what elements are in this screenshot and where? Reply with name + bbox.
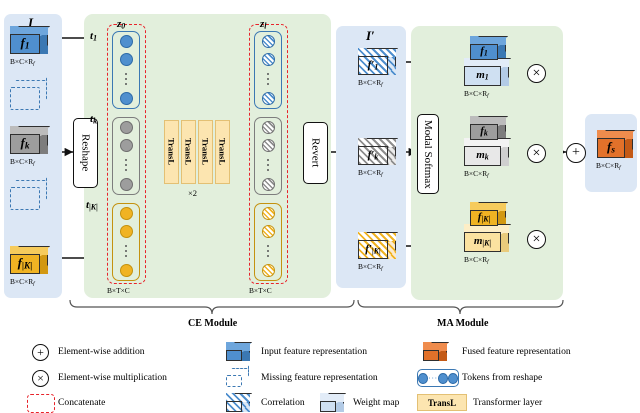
- concat-boundary-z0: [107, 24, 146, 284]
- input-feature-cube-f1: f1: [10, 26, 48, 54]
- legend-label-missing-feature: Missing feature representation: [261, 372, 378, 383]
- ma-feature-cube-fK: f|K|: [470, 202, 506, 226]
- ma-feature-cube-f1: f1: [470, 36, 506, 60]
- add-operator: +: [566, 143, 586, 163]
- token-column-z0-modalityK: [112, 203, 140, 281]
- legend-label-tokens: Tokens from reshape: [462, 372, 543, 383]
- dims-fs: B×C×Rf: [596, 161, 621, 171]
- ma-weight-cube-mK: m|K|: [464, 224, 509, 252]
- cube-light-icon: [320, 393, 344, 412]
- input-group-label: I: [28, 15, 34, 30]
- token-label-t1: t1: [90, 30, 98, 43]
- input-feature-cube-fK: f|K|: [10, 246, 48, 274]
- cube-label: f: [20, 34, 25, 50]
- legend-label-multiplication: Element-wise multiplication: [58, 372, 167, 383]
- legend-label-fused-feature: Fused feature representation: [462, 346, 571, 357]
- tokens-icon: ···: [417, 369, 459, 387]
- dims-fk: B×C×Rf: [10, 157, 35, 167]
- ma-weight-cube-m1: m1: [464, 58, 509, 86]
- ce-module-name: CE Module: [188, 318, 238, 329]
- dims-mk: B×C×Rf: [464, 169, 489, 179]
- zl-label: zl: [260, 18, 267, 31]
- revert-label: Revert: [309, 138, 322, 168]
- cube-dashed-icon: [223, 365, 250, 387]
- dims-m1: B×C×Rf: [464, 89, 489, 99]
- multiply-operator-3: ×: [527, 230, 546, 249]
- concat-boundary-zl: [249, 24, 288, 284]
- cube-orange-icon: [423, 342, 447, 361]
- fused-feature-cube-fs: fs: [597, 130, 633, 158]
- transl-icon-label: TransL: [427, 397, 457, 408]
- token-column-zl-modalityk: [254, 117, 282, 195]
- transformer-layer-3[interactable]: TransL: [198, 120, 213, 184]
- ma-weight-cube-mk: mk: [464, 138, 509, 166]
- input-feature-cube-fk: fk: [10, 126, 48, 154]
- legend-label-correlation: Correlation: [261, 397, 305, 408]
- transformer-layer-2[interactable]: TransL: [181, 120, 196, 184]
- cube-hatch-icon: [226, 393, 250, 412]
- dims-fprimek: B×C×Rf: [358, 168, 383, 178]
- dims-mK: B×C×Rf: [464, 255, 489, 265]
- dashed-red-icon: [27, 394, 55, 413]
- multiply-operator-2: ×: [527, 144, 546, 163]
- plus-icon: +: [32, 344, 49, 361]
- dims-fprime1: B×C×Rf: [358, 78, 383, 88]
- reshape-box[interactable]: Reshape: [73, 118, 98, 188]
- cube-sub: 1: [24, 41, 30, 52]
- ma-feature-cube-fk: fk: [470, 116, 506, 140]
- legend-label-addition: Element-wise addition: [58, 346, 145, 357]
- token-column-z0-modality1: [112, 31, 140, 109]
- missing-feature-cube-2: [7, 177, 48, 210]
- output-group-label: I′: [366, 28, 375, 43]
- dims-fK: B×C×Rf: [10, 277, 35, 287]
- ma-module-name: MA Module: [437, 318, 489, 329]
- token-column-zl-modality1: [254, 31, 282, 109]
- legend: + Element-wise addition × Element-wise m…: [0, 332, 640, 413]
- correlation-cube-fk: f′k: [358, 138, 396, 165]
- transformer-layer-4[interactable]: TransL: [215, 120, 230, 184]
- dims-z0: B×T×C: [107, 286, 130, 295]
- dims-zl: B×T×C: [249, 286, 272, 295]
- token-label-tK: t|K|: [86, 199, 98, 212]
- modal-softmax-box[interactable]: Modal Softmax: [417, 114, 439, 194]
- legend-label-input-feature: Input feature representation: [261, 346, 368, 357]
- cube-blue-icon: [226, 342, 250, 361]
- token-column-zl-modalityK: [254, 203, 282, 281]
- z0-label: z0: [117, 18, 126, 31]
- legend-label-weight-map: Weight map: [353, 397, 400, 408]
- legend-label-concatenate: Concatenate: [58, 397, 106, 408]
- correlation-cube-fK: f′|K|: [358, 232, 396, 259]
- dims-f1: B×C×Rf: [10, 57, 35, 67]
- reshape-label: Reshape: [79, 134, 92, 172]
- token-column-z0-modalityk: [112, 117, 140, 195]
- multiply-operator-1: ×: [527, 64, 546, 83]
- modal-softmax-label: Modal Softmax: [422, 119, 434, 189]
- correlation-cube-f1: f′1: [358, 48, 396, 75]
- times-icon: ×: [32, 370, 49, 387]
- revert-box[interactable]: Revert: [303, 122, 328, 184]
- dims-fprimeK: B×C×Rf: [358, 262, 383, 272]
- legend-label-transformer-layer: Transformer layer: [473, 397, 543, 408]
- repeat-label: ×2: [188, 188, 198, 198]
- transl-icon: TransL: [417, 394, 467, 411]
- token-label-tk: tk: [90, 113, 98, 126]
- missing-feature-cube-1: [7, 77, 48, 110]
- transformer-layer-1[interactable]: TransL: [164, 120, 179, 184]
